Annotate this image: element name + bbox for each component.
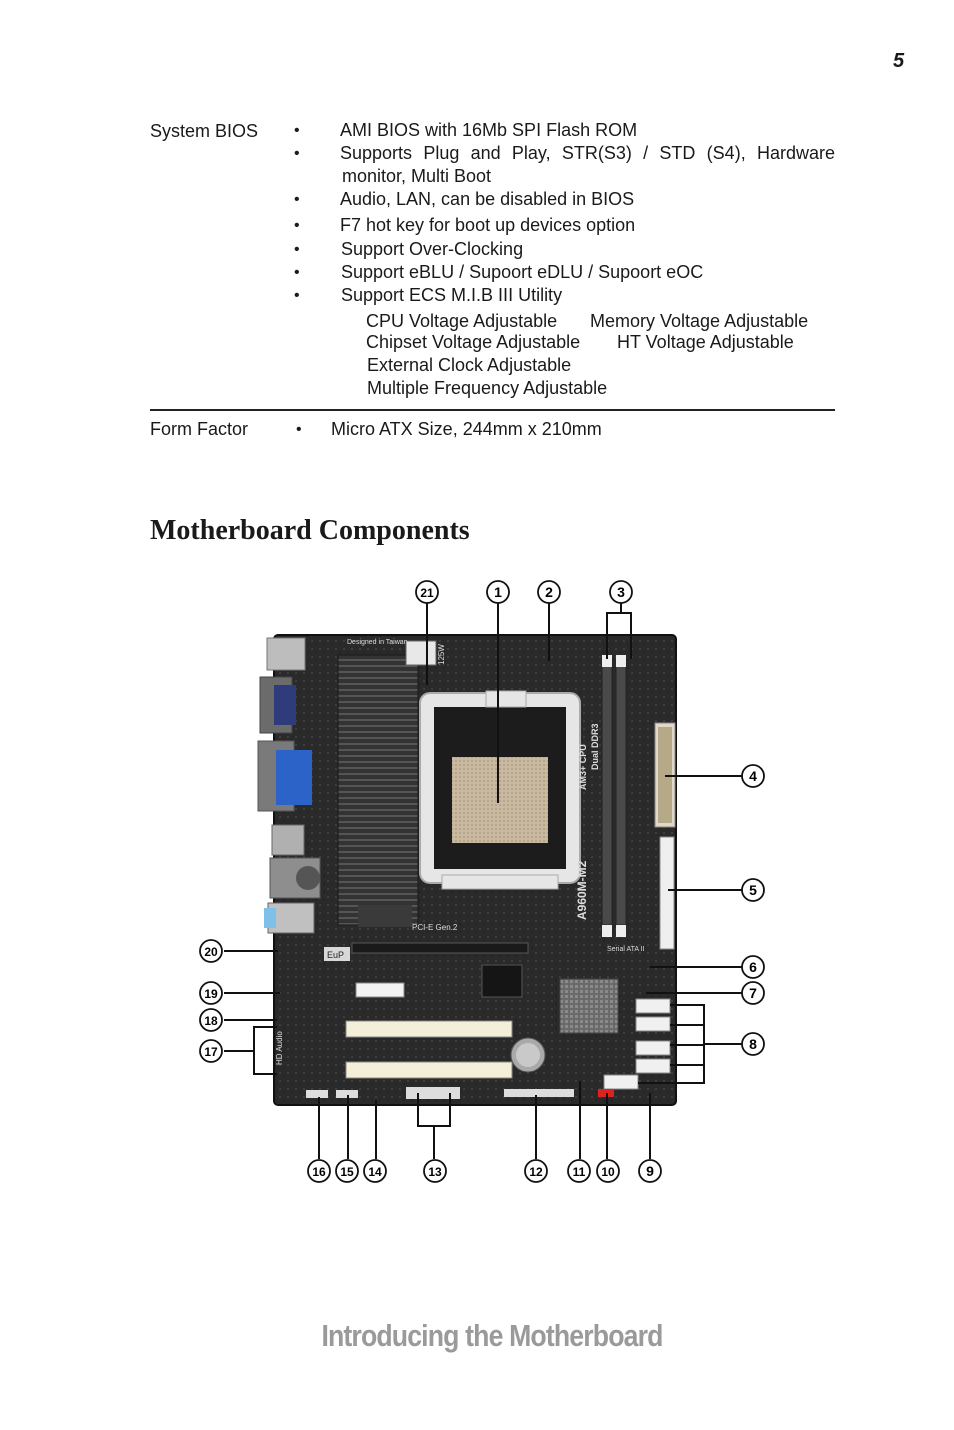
callout-17: 17 <box>199 1039 223 1063</box>
callout-11: 11 <box>567 1159 591 1183</box>
callout-19: 19 <box>199 981 223 1005</box>
svg-text:2: 2 <box>545 584 553 600</box>
callout-14: 14 <box>363 1159 387 1183</box>
callout-12: 12 <box>524 1159 548 1183</box>
bullet: • <box>294 217 300 234</box>
svg-text:8: 8 <box>749 1036 757 1052</box>
svg-text:20: 20 <box>204 945 218 959</box>
bios-item: Support ECS M.I.B III Utility <box>341 285 563 305</box>
svg-text:14: 14 <box>368 1165 382 1179</box>
callout-18: 18 <box>199 1008 223 1032</box>
bios-sub-item: Chipset Voltage Adjustable <box>366 332 581 352</box>
heatsink <box>337 654 419 927</box>
hd-audio-label: HD Audio <box>275 1031 284 1065</box>
designed-label: Designed in Taiwan <box>347 639 408 646</box>
form-factor-item: Micro ATX Size, 244mm x 210mm <box>331 419 602 439</box>
svg-text:13: 13 <box>428 1165 442 1179</box>
bios-item: Support Over-Clocking <box>341 239 524 259</box>
bios-item: Support eBLU / Supoort eDLU / Supoort eO… <box>341 262 704 282</box>
callout-4: 4 <box>741 764 765 788</box>
section-divider <box>150 409 835 411</box>
bios-sub-item: CPU Voltage Adjustable <box>366 311 558 331</box>
svg-text:3: 3 <box>617 584 625 600</box>
callout-10: 10 <box>596 1159 620 1183</box>
callout-21: 21 <box>415 580 439 604</box>
bullet: • <box>296 421 302 438</box>
pci-slots <box>345 1020 513 1079</box>
spec-label-bios: System BIOS <box>150 121 259 141</box>
spec-label-form-factor: Form Factor <box>150 419 249 439</box>
eup-badge: EuP <box>324 947 350 961</box>
sata-ports <box>603 998 671 1090</box>
chipset-heatsink <box>559 978 619 1034</box>
callout-5: 5 <box>741 878 765 902</box>
page-number: 5 <box>893 50 905 72</box>
bullet: • <box>294 145 300 162</box>
watt-label: 125W <box>437 644 446 665</box>
svg-text:15: 15 <box>340 1165 354 1179</box>
rear-io-ports <box>257 637 321 934</box>
ide-connector <box>659 836 675 950</box>
svg-text:19: 19 <box>204 987 218 1001</box>
svg-text:EuP: EuP <box>327 950 344 960</box>
bios-sub-item: HT Voltage Adjustable <box>617 332 794 352</box>
bullet: • <box>294 241 300 258</box>
footer-title: Introducing the Motherboard <box>321 1318 663 1353</box>
pcie-x16-slot <box>351 942 529 954</box>
cpu-label: AM3+ CPU <box>578 744 588 790</box>
callout-6: 6 <box>741 955 765 979</box>
svg-text:4: 4 <box>749 768 757 784</box>
bios-item: Supports Plug and Play, STR(S3) / STD (S… <box>340 143 835 163</box>
cmos-battery <box>510 1037 546 1073</box>
bullet: • <box>294 287 300 304</box>
cpu-socket <box>419 690 581 890</box>
atx-12v-connector: 125W <box>405 640 446 666</box>
pcie-label: PCI-E Gen.2 <box>412 923 458 932</box>
callout-2: 2 <box>537 580 561 604</box>
bios-sub-item: External Clock Adjustable <box>367 355 572 375</box>
callout-7: 7 <box>741 981 765 1005</box>
chip <box>481 964 523 998</box>
svg-text:9: 9 <box>646 1163 654 1179</box>
sata-label: Serial ATA II <box>607 946 645 953</box>
leader-lines <box>224 603 742 1159</box>
svg-text:16: 16 <box>312 1165 326 1179</box>
bullet: • <box>294 191 300 208</box>
svg-text:18: 18 <box>204 1014 218 1028</box>
bios-item: AMI BIOS with 16Mb SPI Flash ROM <box>340 120 638 140</box>
svg-text:6: 6 <box>749 959 757 975</box>
section-title: Motherboard Components <box>150 515 470 546</box>
bullet: • <box>294 122 300 139</box>
svg-text:1: 1 <box>494 584 502 600</box>
svg-text:11: 11 <box>573 1165 586 1179</box>
bios-item: monitor, Multi Boot <box>342 166 492 186</box>
callout-16: 16 <box>307 1159 331 1183</box>
svg-text:21: 21 <box>420 586 434 600</box>
callout-9: 9 <box>638 1159 662 1183</box>
callout-15: 15 <box>335 1159 359 1183</box>
svg-text:5: 5 <box>749 882 757 898</box>
pcie-x1-slot <box>355 982 405 998</box>
svg-text:12: 12 <box>529 1165 543 1179</box>
svg-text:7: 7 <box>749 985 757 1001</box>
dimm-slots <box>601 655 627 937</box>
bios-sub-item: Multiple Frequency Adjustable <box>367 378 608 398</box>
svg-text:10: 10 <box>601 1165 615 1179</box>
callout-20: 20 <box>199 939 223 963</box>
bios-sub-item: Memory Voltage Adjustable <box>590 311 809 331</box>
callout-1: 1 <box>486 580 510 604</box>
model-label: A960M-M2 <box>575 860 589 920</box>
callout-8: 8 <box>741 1032 765 1056</box>
callout-3: 3 <box>609 580 633 604</box>
bios-item: F7 hot key for boot up devices option <box>340 215 636 235</box>
bullet: • <box>294 264 300 281</box>
motherboard-diagram: 125W Designed in Taiwan AM3+ CPU A960M-M… <box>199 580 765 1183</box>
bios-item: Audio, LAN, can be disabled in BIOS <box>340 189 635 209</box>
callout-13: 13 <box>423 1159 447 1183</box>
ddr-label: Dual DDR3 <box>590 723 600 770</box>
svg-text:17: 17 <box>204 1045 218 1059</box>
